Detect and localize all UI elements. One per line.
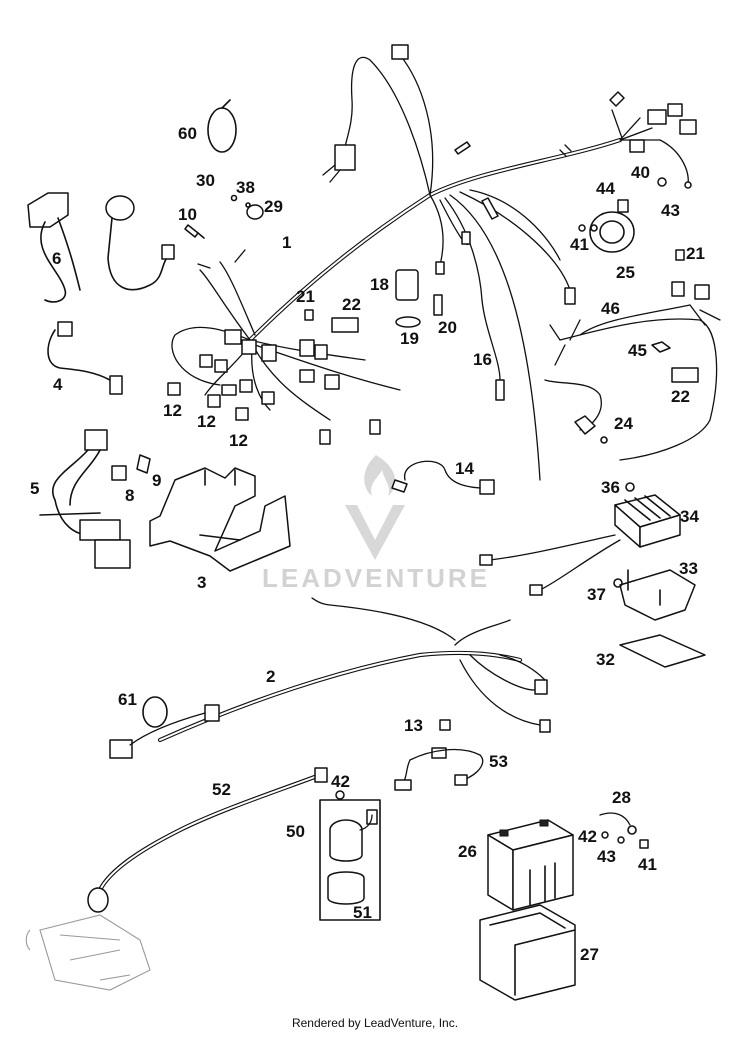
callout-2: 2 <box>266 667 275 686</box>
callout-34: 34 <box>680 507 699 526</box>
part-10-sensor <box>184 224 205 239</box>
callout-40: 40 <box>631 163 650 182</box>
callout-labels: 1 2 3 4 5 6 8 9 10 12 12 12 13 14 16 18 … <box>30 124 705 964</box>
part-14-sensor-lead <box>391 460 495 495</box>
callout-51: 51 <box>353 903 372 922</box>
callout-50: 50 <box>286 822 305 841</box>
watermark-text: LEADVENTURE <box>262 563 490 593</box>
part-51-relay-holder <box>327 871 365 905</box>
callout-32: 32 <box>596 650 615 669</box>
part-25-horn <box>589 199 635 253</box>
callout-8: 8 <box>125 486 134 505</box>
callout-12a: 12 <box>163 401 182 420</box>
callout-19: 19 <box>400 329 419 348</box>
callout-22b: 22 <box>671 387 690 406</box>
callout-29: 29 <box>264 197 283 216</box>
callout-13: 13 <box>404 716 423 735</box>
callout-43b: 43 <box>597 847 616 866</box>
callout-27: 27 <box>580 945 599 964</box>
part-5-throttle-switch <box>39 429 131 569</box>
ignition-switch-assembly <box>105 195 175 291</box>
part-30-38-29-small-hardware <box>230 194 264 220</box>
main-wire-harness <box>171 44 697 481</box>
part-52-starter-cable <box>87 767 328 913</box>
callout-9: 9 <box>152 471 161 490</box>
callout-38: 38 <box>236 178 255 197</box>
part-45-bracket <box>651 341 671 353</box>
callout-46: 46 <box>601 299 620 318</box>
callout-21a: 21 <box>296 287 315 306</box>
starter-motor-outline <box>25 914 151 991</box>
part-4-connector-lead <box>47 321 123 395</box>
callout-1: 1 <box>282 233 291 252</box>
part-53-fuse-lead <box>394 747 484 791</box>
callout-28: 28 <box>612 788 631 807</box>
callout-6: 6 <box>52 249 61 268</box>
part-8-9-relay-bracket <box>111 454 151 481</box>
callout-10: 10 <box>178 205 197 224</box>
part-3-bracket <box>149 467 291 572</box>
callout-12c: 12 <box>229 431 248 450</box>
callout-24: 24 <box>614 414 633 433</box>
callout-37: 37 <box>587 585 606 604</box>
callout-21b: 21 <box>686 244 705 263</box>
part-33-bracket <box>619 569 696 621</box>
callout-41a: 41 <box>570 235 589 254</box>
part-26-battery <box>487 819 574 911</box>
part-2-wire-harness <box>109 597 551 759</box>
part-60-clamp-band <box>207 99 237 153</box>
callout-16: 16 <box>473 350 492 369</box>
part-41-44-horn-hardware <box>578 224 586 232</box>
callout-42b: 42 <box>578 827 597 846</box>
callout-14: 14 <box>455 459 474 478</box>
callout-18: 18 <box>370 275 389 294</box>
callout-53: 53 <box>489 752 508 771</box>
callout-36: 36 <box>601 478 620 497</box>
part-34-regulator <box>479 482 681 596</box>
part-16-pressure-switch <box>481 299 505 401</box>
part-12-fuses <box>167 382 249 421</box>
part-28-terminal-lead <box>599 812 637 835</box>
callout-52: 52 <box>212 780 231 799</box>
callout-61: 61 <box>118 690 137 709</box>
callout-43a: 43 <box>661 201 680 220</box>
callout-25: 25 <box>616 263 635 282</box>
callout-41b: 41 <box>638 855 657 874</box>
callout-4: 4 <box>53 375 63 394</box>
callout-33: 33 <box>679 559 698 578</box>
callout-42a: 42 <box>331 772 350 791</box>
part-46-sub-harness <box>549 281 721 461</box>
part-42-nut <box>335 790 345 800</box>
callout-30: 30 <box>196 171 215 190</box>
part-20-bracket <box>433 294 443 316</box>
part-21-22-connectors <box>304 309 359 333</box>
part-22-right-connector <box>671 367 699 383</box>
callout-5: 5 <box>30 479 39 498</box>
part-13-fuse <box>439 719 451 731</box>
part-40-43-hardware <box>657 177 692 189</box>
part-37-screw <box>613 578 623 588</box>
callout-60: 60 <box>178 124 197 143</box>
callout-22a: 22 <box>342 295 361 314</box>
callout-12b: 12 <box>197 412 216 431</box>
watermark-logo: LEADVENTURE <box>262 455 490 593</box>
part-6-handlebar-switch <box>27 192 81 303</box>
part-42-43-41-terminal-hardware <box>601 831 649 849</box>
callout-45: 45 <box>628 341 647 360</box>
callout-20: 20 <box>438 318 457 337</box>
callout-26: 26 <box>458 842 477 861</box>
part-24-sensor <box>544 379 608 444</box>
footer-credit: Rendered by LeadVenture, Inc. <box>291 1016 459 1030</box>
part-27-battery-case <box>479 904 576 1001</box>
callout-3: 3 <box>197 573 206 592</box>
part-19-clamp <box>395 316 421 328</box>
part-18-capacitor <box>395 269 419 301</box>
part-61-clamp-band <box>142 696 168 728</box>
part-21-right-connector <box>675 249 685 261</box>
part-50-relay <box>319 799 381 921</box>
callout-44: 44 <box>596 179 615 198</box>
part-32-pad <box>619 634 706 668</box>
